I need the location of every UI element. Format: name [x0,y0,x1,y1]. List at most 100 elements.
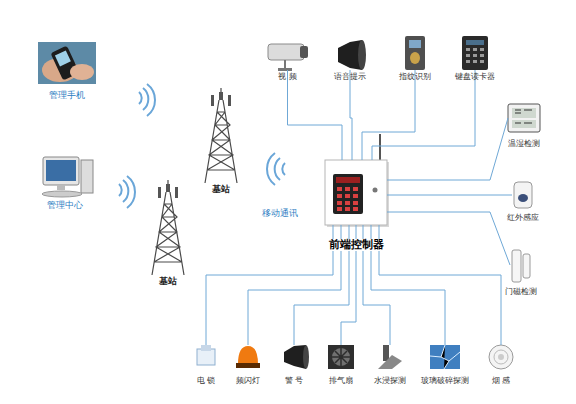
keypad-icon-part-part [473,60,477,63]
device-node: 温湿检测 [508,104,540,132]
wire-connector [387,212,510,265]
controller-device-part-part [345,207,350,211]
keypad-icon-part-part [473,54,477,57]
keypad-icon [462,36,488,70]
glass-break-icon-part [430,345,460,369]
device-node: 玻璃破碎探测 [430,345,460,369]
computer-icon [42,157,93,197]
computer-node: 管理中心 [35,155,95,195]
wire-connector [387,118,508,180]
controller-device-part [336,177,360,183]
controller-device-part [333,174,363,214]
keypad-icon-part-part [480,60,484,63]
device-label: 视 频 [278,73,297,82]
radio-waves-part [282,163,285,175]
radio-waves-part [275,158,280,180]
radio-waves-part [139,92,142,104]
fan-icon-part [332,348,350,366]
infrared-icon-part [514,182,532,208]
water-sensor-icon-part [383,345,389,361]
wire-connector [379,225,501,345]
speaker-icon-part [358,40,366,70]
smoke-detector-icon [489,345,513,369]
device-label: 水浸探测 [374,377,406,386]
lock-icon-part [197,349,215,365]
camera-icon [268,44,308,71]
keypad-icon-part-part [466,48,470,51]
controller-device-part-part [353,187,358,191]
lock-icon-part [201,345,211,351]
siren-icon [284,345,309,369]
controller-device-part-part [345,194,350,198]
strobe-icon-part [238,346,258,364]
device-node: 频闪灯 [236,345,260,369]
computer-icon-part [57,185,65,190]
door-sensor-icon-part [523,254,530,278]
radio-waves [119,84,285,208]
device-label: 管理中心 [47,201,83,211]
smoke-detector-icon-part [498,354,504,360]
device-node: 电 锁 [196,345,216,369]
device-label: 警 号 [285,377,304,386]
computer-icon-part [81,160,93,193]
fan-icon-part [328,345,354,369]
tower-icon-part [205,88,237,183]
computer-icon-part [42,191,82,197]
strobe-icon [236,346,260,368]
controller-device-part-part [337,194,342,198]
device-label: 基站 [159,277,177,287]
fan-icon-part [332,348,350,366]
device-node: 门磁检测 [510,248,532,282]
device-node: 水浸探测 [376,345,404,369]
siren-icon-part [284,345,306,369]
wire-connector [288,70,343,160]
keypad-icon-part-part [473,48,477,51]
door-sensor-icon-part [512,250,521,282]
door-sensor-icon [512,250,530,282]
lock-icon [197,345,215,365]
controller-device-part [379,134,381,160]
controller-device-part [337,187,358,211]
fingerprint-icon-part [410,52,420,64]
camera-icon-part [300,46,308,58]
controller-device-part [325,160,387,225]
wire-connector [387,195,512,196]
phone-icon-part [38,42,96,84]
device-node: 警 号 [282,345,306,369]
device-label: 管理手机 [49,91,85,101]
keypad-icon-part [462,36,488,70]
speaker-icon [338,40,366,70]
thermometer-icon-part [512,120,536,128]
device-node: 排气扇 [328,345,354,369]
smoke-detector-icon-part [489,345,513,369]
keypad-icon-part [466,48,484,63]
device-node: 键盘读卡器 [460,36,490,70]
glass-break-icon-part [430,345,460,369]
device-label: 电 锁 [197,377,216,386]
fan-icon [328,345,354,369]
wire-connector [372,70,475,160]
device-label: 玻璃破碎探测 [421,377,469,386]
tower-node: 基站 [152,195,184,275]
device-node: 视 频 [265,42,310,70]
controller-node: 前端控制器 [325,160,387,225]
keypad-icon-part [466,40,484,45]
device-label: 键盘读卡器 [455,73,495,82]
thermometer-icon-part [515,110,532,123]
radio-waves-part [147,84,155,116]
radio-waves-part [267,153,275,185]
wire-connector [350,70,352,160]
radio-waves-part [123,180,128,202]
device-label: 温湿检测 [508,140,540,149]
controller-device-part-part [345,187,350,191]
camera-icon-part [278,68,292,71]
radio-waves-part [127,176,135,208]
controller-device-part-part [353,194,358,198]
water-sensor-icon-part [378,355,402,369]
tower-icon-part [152,180,184,275]
device-node: 语音提示 [335,40,365,70]
controller-device-part-part [337,207,342,211]
